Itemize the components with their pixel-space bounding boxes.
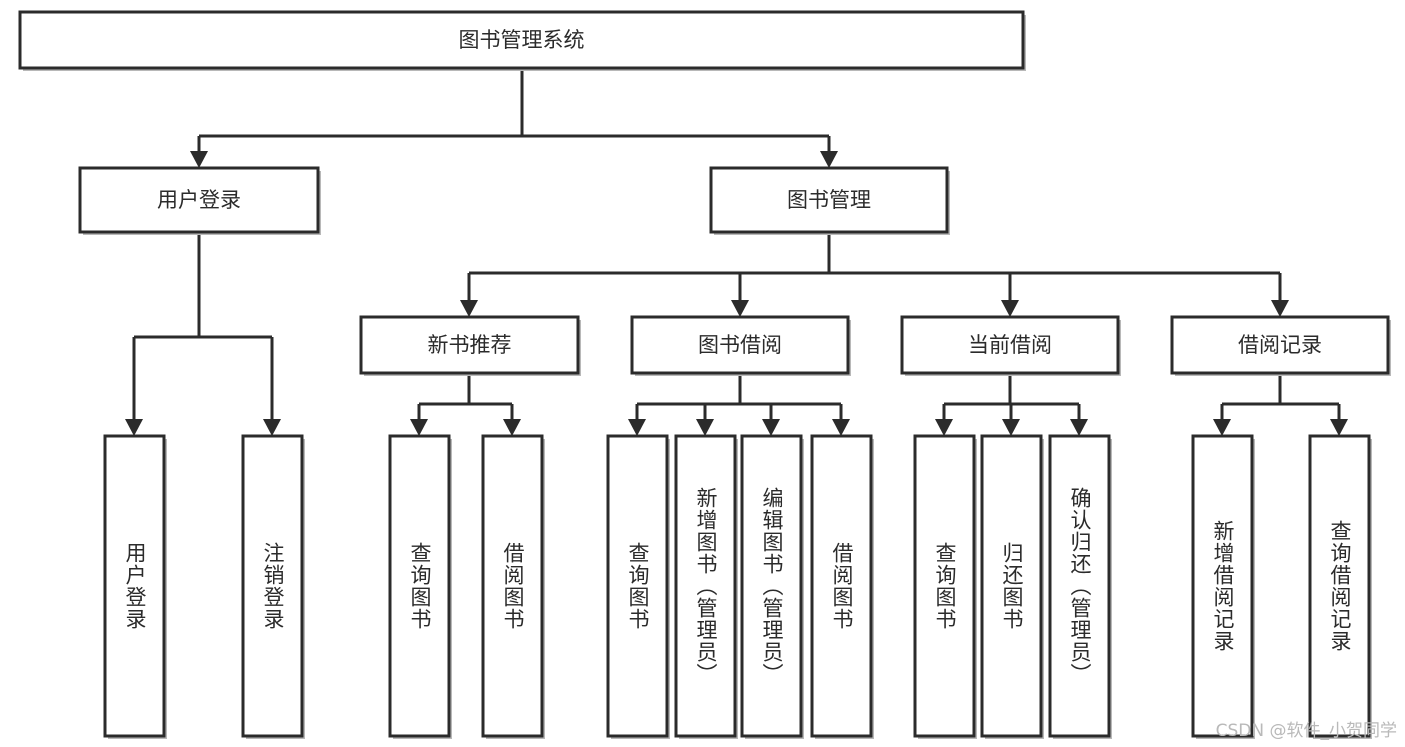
node-label: 用户登录 (157, 188, 241, 212)
arrow-head-icon (190, 151, 208, 168)
leaf-node-leaf-add-borrow-record[interactable] (1191, 434, 1255, 739)
arrow-head-icon (503, 419, 521, 436)
node-label: 图书管理 (787, 188, 871, 212)
leaf-node-leaf-user-login[interactable] (103, 434, 167, 739)
node-label: 图书借阅 (698, 333, 782, 357)
arrow-head-icon (1330, 419, 1348, 436)
box-outline (900, 315, 1120, 375)
arrow-head-icon (1002, 419, 1020, 436)
box-outline (103, 434, 166, 738)
arrow-head-icon (935, 419, 953, 436)
arrow-head-icon (1271, 300, 1289, 317)
box-outline (810, 434, 873, 738)
level2-node-user-login[interactable]: 用户登录 (78, 166, 321, 235)
edge-group-book_manage_to_level3 (460, 232, 1289, 317)
box-outline (1308, 434, 1371, 738)
arrow-head-icon (1213, 419, 1231, 436)
edge-group-borrow_record_to_leaves (1213, 373, 1348, 436)
leaf-node-leaf-cur-query-book[interactable] (913, 434, 977, 739)
leaf-node-leaf-confirm-return-admin[interactable] (1048, 434, 1112, 739)
leaf-node-leaf-rec-borrow-book[interactable] (481, 434, 545, 739)
box-outline (709, 166, 949, 234)
arrow-head-icon (410, 419, 428, 436)
level3-node-book-borrow[interactable]: 图书借阅 (630, 315, 851, 376)
leaf-node-leaf-edit-book-admin[interactable] (740, 434, 804, 739)
box-outline (740, 434, 803, 738)
edge-group-new_book_rec_to_leaves (410, 373, 521, 436)
box-outline (674, 434, 737, 738)
arrow-head-icon (762, 419, 780, 436)
leaf-node-leaf-rec-query-book[interactable] (388, 434, 452, 739)
node-label: 当前借阅 (968, 333, 1052, 357)
leaf-node-leaf-return-book[interactable] (980, 434, 1044, 739)
arrow-head-icon (125, 419, 143, 436)
box-outline (606, 434, 669, 738)
box-outline (388, 434, 451, 738)
leaf-node-leaf-add-book-admin[interactable] (674, 434, 738, 739)
node-label: 图书管理系统 (459, 28, 585, 52)
box-outline (913, 434, 976, 738)
node-label: 借阅记录 (1238, 333, 1322, 357)
arrow-head-icon (628, 419, 646, 436)
box-outline (481, 434, 544, 738)
edge-group-root_to_level2 (190, 68, 838, 168)
box-outline (1170, 315, 1390, 375)
box-outline (980, 434, 1043, 738)
level3-node-borrow-record[interactable]: 借阅记录 (1170, 315, 1391, 376)
arrow-head-icon (820, 151, 838, 168)
edge-group-book_borrow_to_leaves (628, 373, 850, 436)
arrow-head-icon (1070, 419, 1088, 436)
edge-group-current_borrow_to_leaves (935, 373, 1088, 436)
box-outline (18, 10, 1025, 70)
level3-node-current-borrow[interactable]: 当前借阅 (900, 315, 1121, 376)
leaf-node-leaf-borrow-query-book[interactable] (606, 434, 670, 739)
arrow-head-icon (731, 300, 749, 317)
box-outline (1191, 434, 1254, 738)
arrow-head-icon (1001, 300, 1019, 317)
root-node-root[interactable]: 图书管理系统 (18, 10, 1026, 71)
level2-node-book-manage[interactable]: 图书管理 (709, 166, 950, 235)
arrow-head-icon (832, 419, 850, 436)
edge-group-user_login_to_leaves (125, 232, 281, 436)
leaf-node-leaf-query-borrow-record[interactable] (1308, 434, 1372, 739)
leaf-node-leaf-user-logout[interactable] (241, 434, 305, 739)
box-outline (630, 315, 850, 375)
box-outline (241, 434, 304, 738)
box-outline (359, 315, 580, 375)
leaf-node-leaf-borrow-book[interactable] (810, 434, 874, 739)
box-outline (78, 166, 320, 234)
node-label: 新书推荐 (428, 333, 512, 357)
arrow-head-icon (460, 300, 478, 317)
watermark-text: CSDN @软件_小贺同学 (1215, 721, 1397, 741)
box-outline (1048, 434, 1111, 738)
level3-node-new-book-rec[interactable]: 新书推荐 (359, 315, 581, 376)
arrow-head-icon (263, 419, 281, 436)
arrow-head-icon (696, 419, 714, 436)
